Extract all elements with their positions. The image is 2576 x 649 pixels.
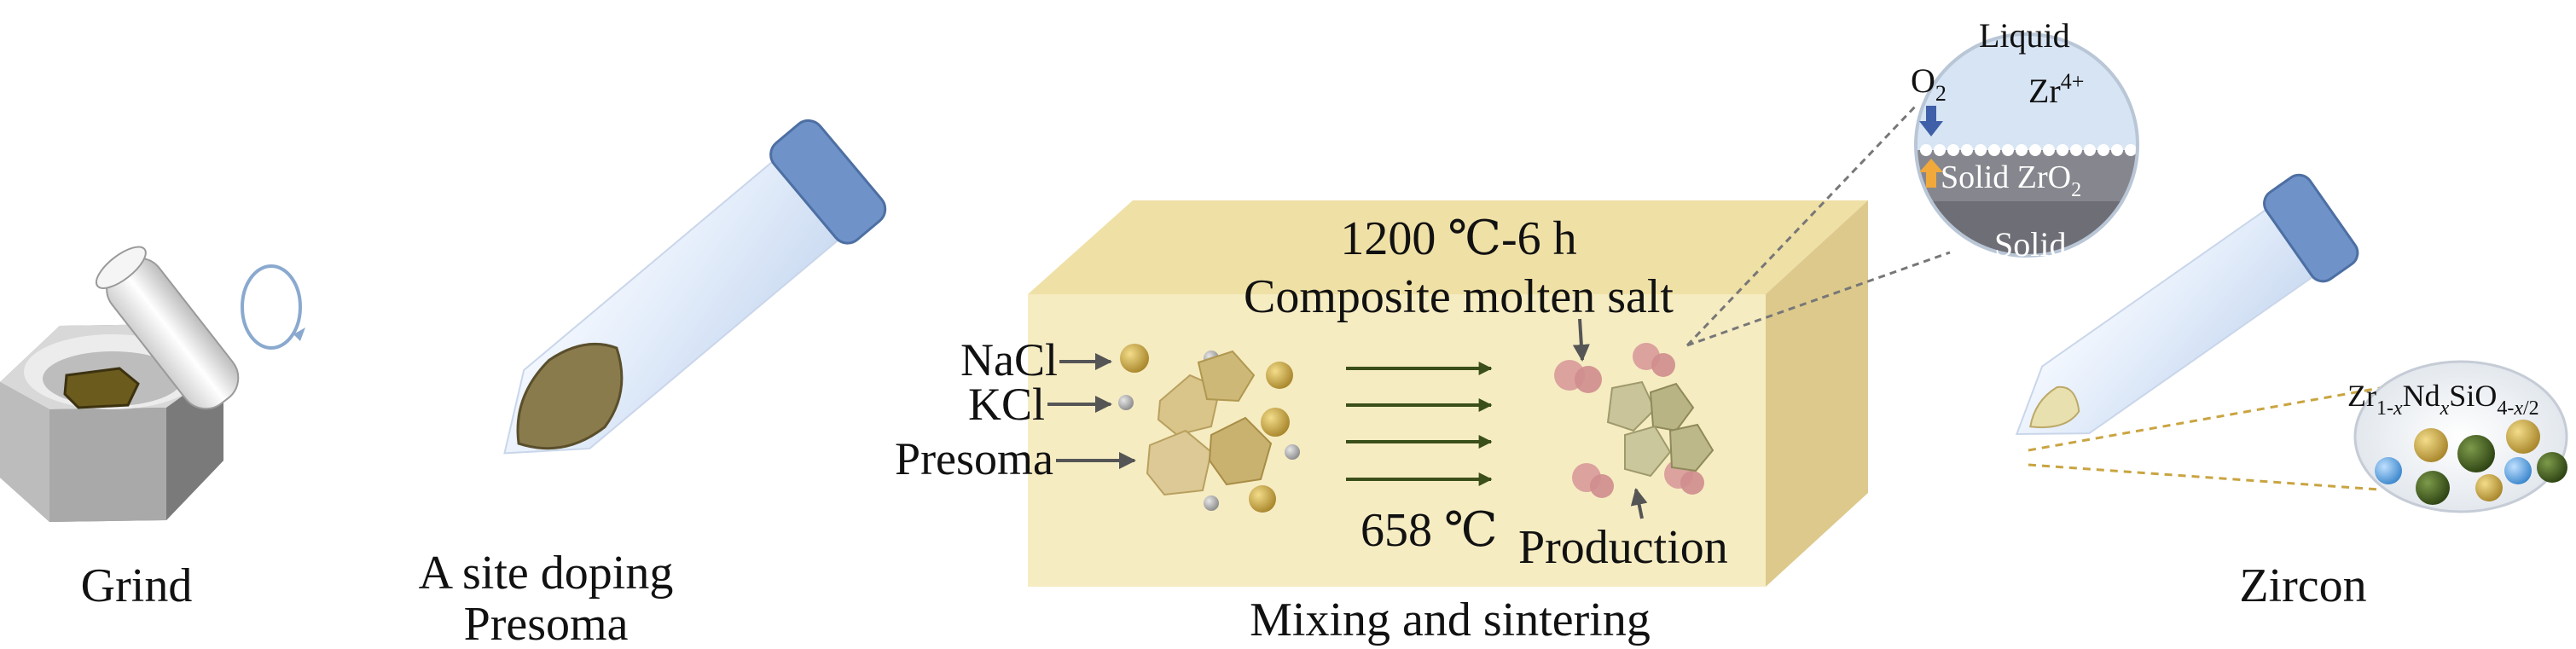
production-label: Production [1518, 521, 1728, 574]
inset-electron: e− [1914, 209, 1941, 250]
solid-up-arrow [1919, 159, 1943, 188]
input-presoma: Presoma [895, 433, 1053, 484]
inset-solid: Solid [1994, 225, 2066, 264]
grind-label: Grind [81, 559, 193, 612]
process-arrows [1346, 362, 1493, 486]
furnace-salt: Composite molten salt [1244, 270, 1674, 323]
input-nacl: NaCl [960, 334, 1058, 385]
zoom-line-top [2028, 386, 2381, 452]
mixing-label: Mixing and sintering [1250, 594, 1651, 646]
o2-down-arrow [1919, 106, 1943, 136]
melt-temp: 658 ℃ [1361, 504, 1498, 557]
zircon-tube-icon [2015, 173, 2359, 435]
doping-label-line2: Presoma [464, 598, 629, 649]
product-particles [1554, 343, 1714, 498]
rotation-arrow-icon [241, 264, 305, 350]
input-kcl: KCl [968, 379, 1045, 430]
inset-zr: Zr4+ [2028, 69, 2084, 110]
zircon-formula: Zr1-xNdxSiO4-x/2 [2347, 379, 2539, 420]
doping-label-line1: A site doping [419, 547, 674, 600]
zircon-oval-inset [2353, 360, 2568, 513]
zoom-line-bottom [2028, 463, 2381, 491]
arrow-to-product [1572, 318, 1590, 362]
zircon-label: Zircon [2239, 559, 2366, 612]
inset-liquid: Liquid [1979, 16, 2070, 55]
arrow-production [1630, 488, 1648, 519]
inset-o2: O2 [1911, 61, 1947, 106]
reactant-particles [1118, 344, 1300, 513]
furnace-temp-time: 1200 ℃-6 h [1340, 212, 1576, 265]
centrifuge-tube-icon [503, 119, 887, 455]
inset-solid-zro2: Solid ZrO2 [1941, 159, 2081, 201]
interface-beads [1920, 144, 2137, 156]
mortar-pestle-icon [0, 246, 240, 522]
